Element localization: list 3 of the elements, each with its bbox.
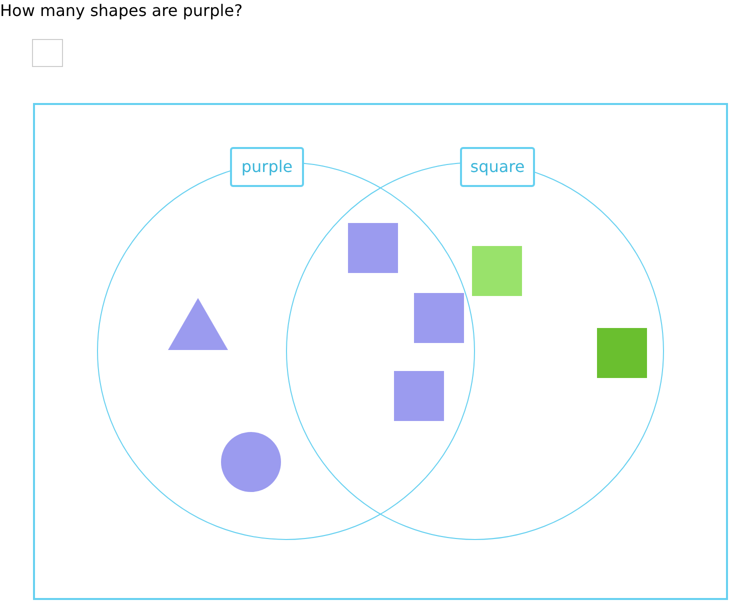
question-text: How many shapes are purple? [0,0,243,22]
category-label: purple [230,147,304,187]
category-label: square [460,147,535,187]
